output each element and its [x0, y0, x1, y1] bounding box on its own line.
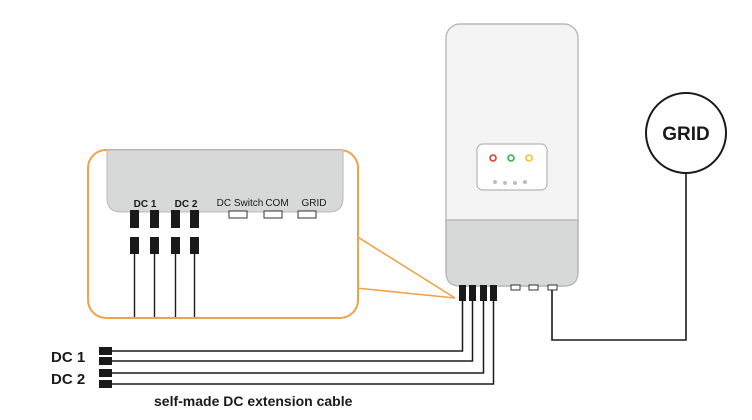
callout-housing — [106, 149, 344, 213]
callout-dc-switch-label: DC Switch — [217, 198, 264, 209]
grid-cable — [551, 173, 687, 341]
callout-com-label: COM — [265, 198, 288, 209]
panel-button-icon — [523, 180, 527, 184]
callout-grid-port — [297, 210, 317, 219]
callout-dc-plug-lower — [171, 237, 180, 254]
dc-input-plug — [99, 347, 112, 355]
inverter-grid-port — [547, 284, 558, 291]
callout-dc-plug-lower — [190, 237, 199, 254]
inverter-bottom-panel — [445, 219, 579, 287]
callout-grid-label: GRID — [302, 198, 327, 209]
inverter-dc-connector — [469, 285, 476, 301]
callout-dc-connector-upper — [171, 210, 180, 228]
dc-input-plug — [99, 380, 112, 388]
dc-extension-cables — [110, 301, 495, 385]
grid: GRID — [551, 92, 727, 341]
dc-input-plug — [99, 357, 112, 365]
dc-input-plug — [99, 369, 112, 377]
callout-dc-plug-lower — [150, 237, 159, 254]
callout-dc-connector-upper — [190, 210, 199, 228]
dc1-input-label: DC 1 — [51, 349, 85, 366]
callout: DC 1 DC 2 DC Switch COM GRID — [87, 149, 456, 319]
callout-dc-plug-lower — [130, 237, 139, 254]
indicator-red-icon — [489, 154, 497, 162]
callout-dc1-label: DC 1 — [134, 199, 157, 210]
inverter-dc-connector — [480, 285, 487, 301]
inverter-com-port — [528, 284, 539, 291]
indicator-green-icon — [507, 154, 515, 162]
callout-pointer — [355, 235, 456, 299]
callout-dc-switch-port — [228, 210, 248, 219]
callout-dc-connector-upper — [130, 210, 139, 228]
grid-label: GRID — [662, 124, 710, 145]
inverter — [445, 23, 579, 301]
panel-button-icon — [513, 181, 517, 185]
inverter-dc-connector — [459, 285, 466, 301]
inverter-dc-connector — [490, 285, 497, 301]
indicator-yellow-icon — [525, 154, 533, 162]
callout-com-port — [263, 210, 283, 219]
dc-cable — [110, 301, 495, 385]
dc2-input-label: DC 2 — [51, 371, 85, 388]
dc-cable — [110, 301, 485, 374]
callout-dc2-label: DC 2 — [175, 199, 198, 210]
inverter-dc-switch-port — [510, 284, 521, 291]
cable-caption: self-made DC extension cable — [154, 393, 353, 409]
callout-dc-connector-upper — [150, 210, 159, 228]
panel-button-icon — [493, 180, 497, 184]
dc-cable — [110, 301, 474, 362]
panel-button-icon — [503, 181, 507, 185]
inverter-display-panel — [476, 143, 548, 191]
dc-cable — [110, 301, 464, 352]
